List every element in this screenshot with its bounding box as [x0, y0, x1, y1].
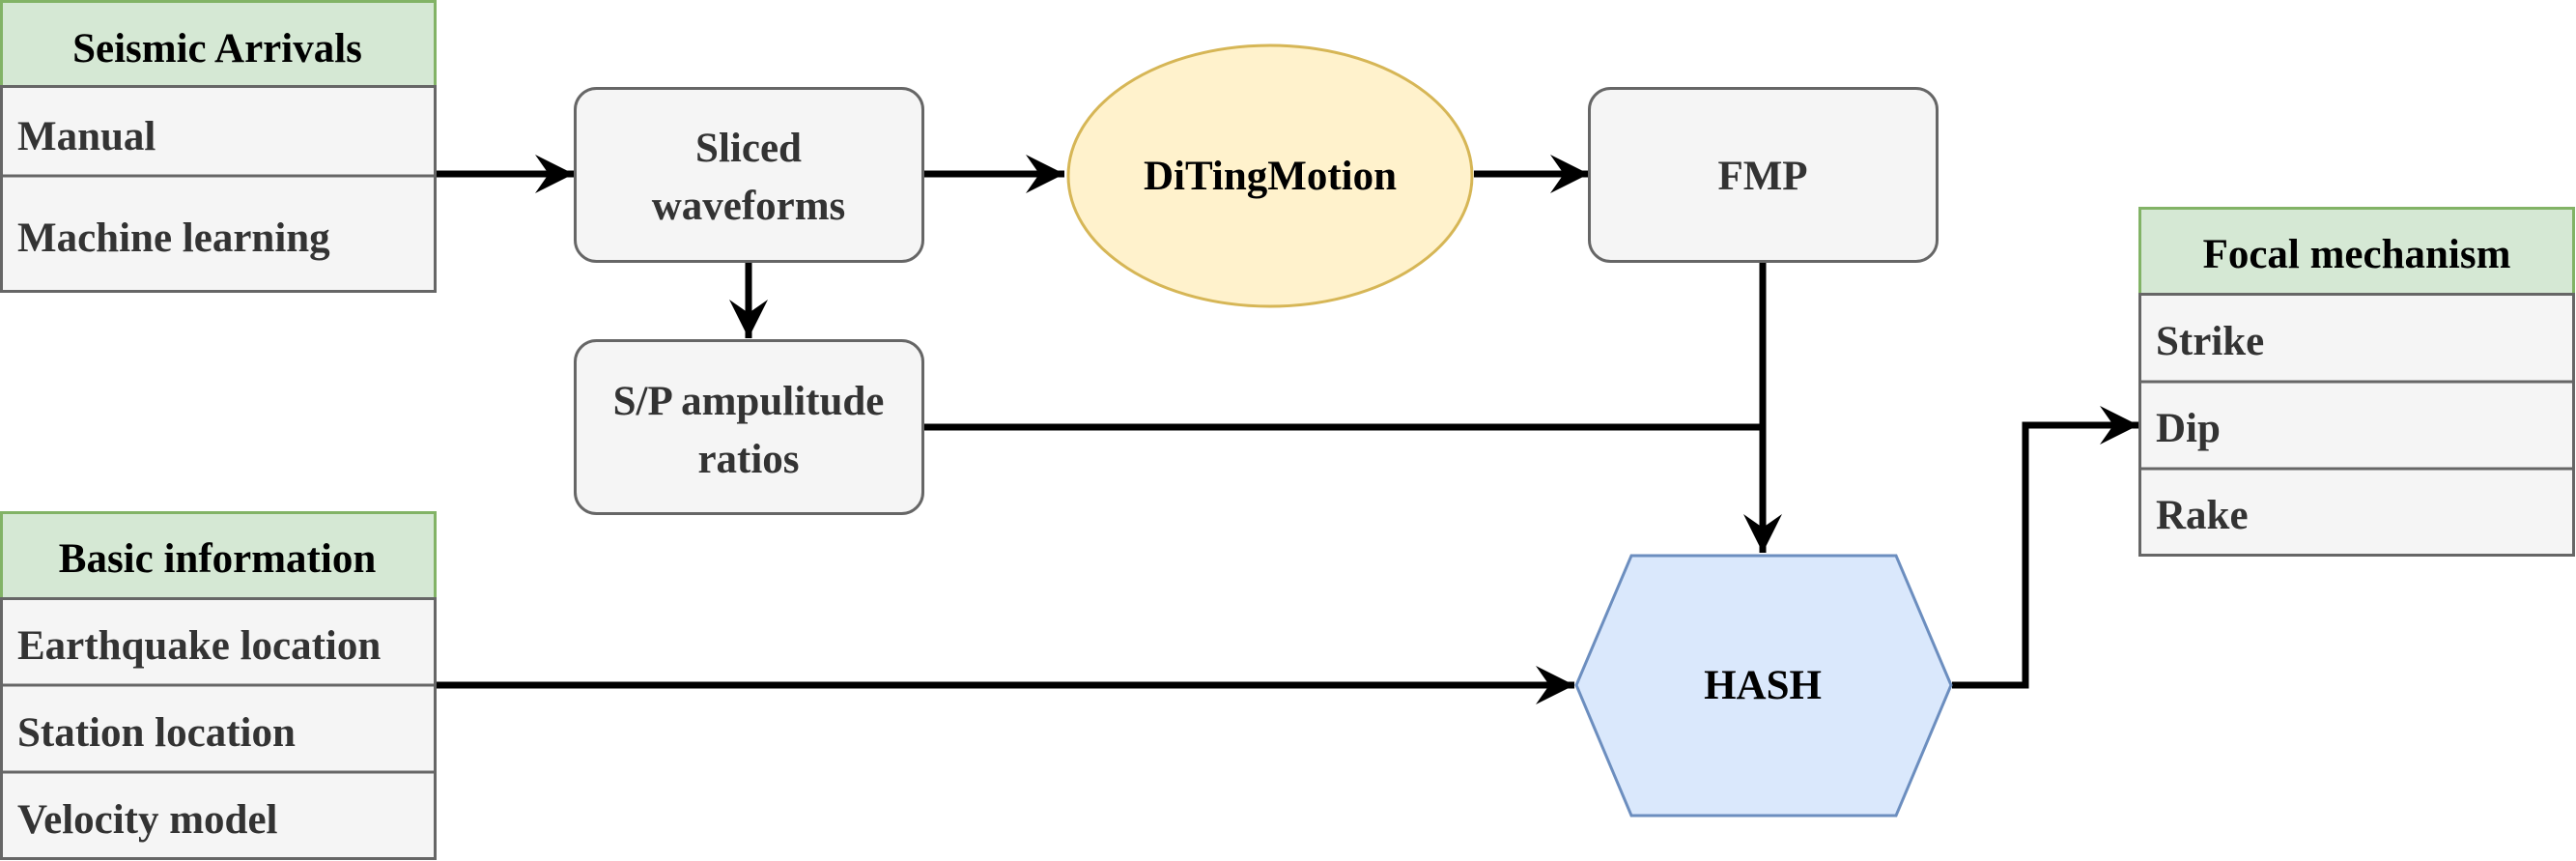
- ditingmotion-ellipse: [1066, 43, 1474, 308]
- ditingmotion-node: DiTingMotion: [1066, 43, 1474, 308]
- list-item-manual: Manual: [17, 114, 156, 159]
- list-item-velocity-model: Velocity model: [17, 797, 278, 843]
- list-item-station-location: Station location: [17, 710, 296, 756]
- fmp-label: FMP: [1717, 154, 1807, 199]
- connectors: [437, 155, 2138, 704]
- sp-amplitude-ratios-node: S/P ampulitude ratios: [574, 339, 924, 515]
- list-item-machine-learning: Machine learning: [17, 215, 330, 261]
- sliced-waveforms-box: [574, 87, 924, 263]
- focal-mechanism-header: Focal mechanism: [2203, 232, 2511, 277]
- fmp-box: [1588, 87, 1939, 263]
- basic-information-header: Basic information: [59, 536, 377, 582]
- basic-information-body-bg: [0, 597, 437, 860]
- arrow-hash-to-focal-mechanism: [1952, 406, 2138, 689]
- hash-label: HASH: [1704, 663, 1822, 708]
- sliced-waveforms-label-line2: waveforms: [652, 184, 846, 229]
- seismic-arrivals-header-bg: [0, 0, 437, 88]
- sp-amplitude-ratios-label-line2: ratios: [697, 437, 799, 482]
- list-item-rake: Rake: [2156, 493, 2249, 538]
- focal-mechanism-body-bg: [2138, 293, 2575, 557]
- basic-information-table: Basic information Earthquake location St…: [0, 511, 437, 860]
- seismic-arrivals-body-bg: [0, 85, 437, 293]
- ditingmotion-label: DiTingMotion: [1144, 154, 1397, 199]
- hash-node: HASH: [1574, 554, 1953, 818]
- sp-amplitude-ratios-box: [574, 339, 924, 515]
- hash-hexagon: [1574, 554, 1953, 818]
- sp-amplitude-ratios-label-line1: S/P ampulitude: [613, 379, 885, 424]
- fmp-node: FMP: [1588, 87, 1939, 263]
- list-item-strike: Strike: [2156, 319, 2264, 364]
- focal-mechanism-table: Focal mechanism Strike Dip Rake: [2138, 207, 2575, 557]
- list-item-dip: Dip: [2156, 406, 2221, 451]
- focal-mechanism-header-bg: [2138, 207, 2575, 296]
- seismic-arrivals-table: Seismic Arrivals Manual Machine learning: [0, 0, 437, 293]
- list-item-earthquake-location: Earthquake location: [17, 623, 381, 669]
- sliced-waveforms-label-line1: Sliced: [695, 126, 802, 171]
- sliced-waveforms-node: Sliced waveforms: [574, 87, 924, 263]
- seismic-arrivals-header: Seismic Arrivals: [72, 26, 362, 72]
